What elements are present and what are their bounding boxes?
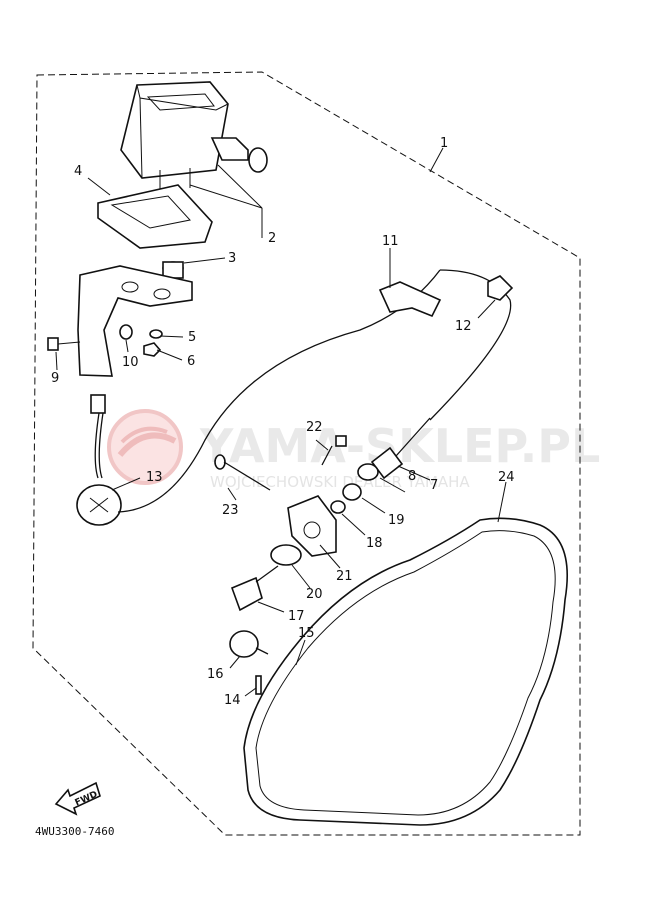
callout-labels: 1 2 3 4 5 6 7 8 9 10 11 12 13 14 15 16 1… [51, 136, 515, 708]
gasket-24 [243, 517, 568, 826]
callout-14: 14 [224, 693, 241, 708]
washer-5 [149, 329, 163, 339]
cable-clamp-11 [378, 281, 442, 318]
housing-21 [287, 495, 337, 557]
callout-20: 20 [306, 587, 323, 602]
callout-16: 16 [207, 667, 224, 682]
cable-holder-12 [487, 275, 514, 301]
callout-10: 10 [122, 355, 139, 370]
callout-5: 5 [188, 330, 196, 345]
callout-24: 24 [498, 470, 515, 485]
mounting-plate [77, 265, 193, 377]
assembly-boundary [32, 71, 581, 836]
speedometer-cable [76, 269, 512, 526]
callout-1: 1 [440, 136, 448, 151]
callout-9: 9 [51, 371, 59, 386]
callout-6: 6 [187, 354, 195, 369]
gear-17 [230, 565, 279, 612]
callout-4: 4 [74, 164, 82, 179]
callout-2: 2 [268, 231, 276, 246]
gear-16 [229, 630, 269, 658]
callout-17: 17 [288, 609, 305, 624]
callout-15: 15 [298, 626, 315, 641]
callout-22: 22 [306, 420, 323, 435]
watermark: YAMA-SKLEP.PL WOJCIECHOWSKI DEALER YAMAH… [107, 409, 600, 491]
pin-14 [255, 675, 262, 695]
callout-23: 23 [222, 503, 239, 518]
o-ring-8 [357, 463, 379, 481]
callout-19: 19 [388, 513, 405, 528]
callout-11: 11 [382, 234, 399, 249]
washer-10 [119, 324, 133, 340]
drive-unit [214, 417, 431, 557]
leader-lines [55, 147, 507, 697]
bolt-23 [214, 454, 271, 491]
callout-12: 12 [455, 319, 472, 334]
callout-8: 8 [408, 469, 416, 484]
bolt-9 [47, 337, 81, 351]
callout-3: 3 [228, 251, 236, 266]
bolt-22 [321, 435, 347, 466]
seal-18 [330, 500, 346, 514]
callout-7: 7 [430, 478, 438, 493]
fwd-arrow-icon: FWD [54, 781, 101, 816]
callout-18: 18 [366, 536, 383, 551]
watermark-subtitle: WOJCIECHOWSKI DEALER YAMAHA [210, 473, 470, 491]
diagram-code: 4WU3300-7460 [35, 825, 114, 838]
speedometer-assembly [120, 81, 268, 190]
watermark-logo [107, 409, 183, 485]
callout-21: 21 [336, 569, 353, 584]
callout-13: 13 [146, 470, 163, 485]
speedometer-bracket [97, 184, 213, 249]
washer-19 [342, 483, 362, 501]
nut-6 [143, 342, 162, 357]
o-ring-20 [270, 544, 302, 566]
